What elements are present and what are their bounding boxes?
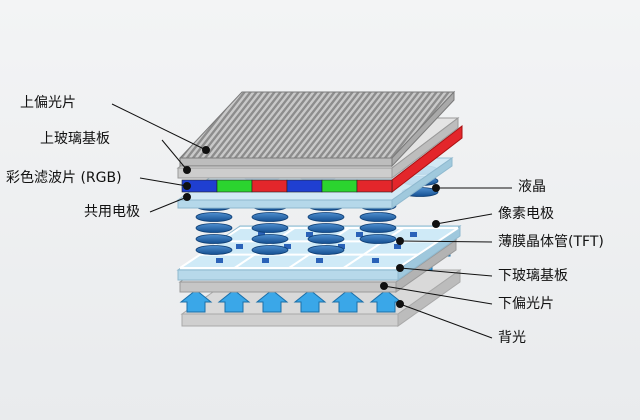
leader-lower-polarizer bbox=[383, 285, 493, 305]
lc-molecule-coil bbox=[251, 245, 289, 255]
leader-color-filter bbox=[139, 177, 188, 187]
leader-pixel-electrode bbox=[435, 213, 493, 225]
upward-arrow-icon bbox=[331, 289, 365, 313]
lc-molecule-coil bbox=[307, 212, 345, 222]
label-liquid-crystal: 液晶 bbox=[518, 179, 546, 195]
lc-molecule-coil bbox=[307, 245, 345, 255]
grid-line bbox=[397, 227, 459, 269]
leader-common-electrode bbox=[149, 196, 188, 213]
lc-molecule-coil bbox=[195, 223, 233, 233]
leader-lines bbox=[111, 103, 512, 339]
lc-molecule-coil bbox=[307, 234, 345, 244]
color-filter-cell bbox=[321, 179, 358, 193]
color-filter-cell bbox=[356, 179, 393, 193]
lc-molecule-coil bbox=[359, 212, 397, 222]
tft-cell bbox=[306, 232, 313, 237]
leader-lower-glass bbox=[399, 267, 493, 277]
tft-cell bbox=[410, 232, 417, 237]
tft-cell bbox=[262, 258, 269, 263]
label-backlight: 背光 bbox=[498, 330, 526, 346]
tft-cell bbox=[394, 244, 401, 249]
lc-molecule-coil bbox=[195, 245, 233, 255]
tft-cell bbox=[236, 244, 243, 249]
lc-molecule-coil bbox=[307, 223, 345, 233]
lc-molecule-coil bbox=[251, 212, 289, 222]
lc-molecule-coil bbox=[251, 223, 289, 233]
tft-cell bbox=[284, 244, 291, 249]
tft-cell bbox=[216, 258, 223, 263]
upward-arrow-icon bbox=[217, 289, 251, 313]
upward-arrow-icon bbox=[255, 289, 289, 313]
upper-polarizer-layer bbox=[178, 90, 456, 168]
color-filter-cell bbox=[216, 179, 253, 193]
label-color-filter: 彩色滤波片 (RGB) bbox=[6, 170, 122, 186]
lc-molecule-coil bbox=[251, 234, 289, 244]
color-filter-layer bbox=[181, 124, 463, 194]
lc-molecule-coil bbox=[359, 223, 397, 233]
leader-upper-polarizer bbox=[111, 103, 207, 151]
color-filter-cell bbox=[286, 179, 323, 193]
upward-arrow-icon bbox=[369, 289, 403, 313]
lc-molecule-coil bbox=[195, 212, 233, 222]
grid-line bbox=[342, 227, 405, 269]
tft-cell bbox=[316, 258, 323, 263]
upward-arrow-icon bbox=[293, 289, 327, 313]
label-common-electrode: 共用电极 bbox=[84, 204, 140, 220]
leader-backlight bbox=[399, 303, 493, 339]
label-upper-glass: 上玻璃基板 bbox=[40, 131, 110, 147]
tft-cell bbox=[356, 232, 363, 237]
leader-upper-glass bbox=[161, 139, 188, 171]
upward-arrow-icon bbox=[179, 289, 213, 313]
label-lower-polarizer: 下偏光片 bbox=[498, 296, 554, 312]
label-lower-glass: 下玻璃基板 bbox=[498, 268, 568, 284]
lc-molecule-coil bbox=[195, 234, 233, 244]
label-tft: 薄膜晶体管(TFT) bbox=[498, 234, 604, 250]
label-pixel-electrode: 像素电极 bbox=[498, 206, 554, 222]
lc-molecule-coil bbox=[359, 234, 397, 244]
label-upper-polarizer: 上偏光片 bbox=[20, 95, 76, 111]
color-filter-cell bbox=[251, 179, 288, 193]
tft-cell bbox=[372, 258, 379, 263]
leader-tft bbox=[399, 240, 493, 243]
tft-cell bbox=[258, 232, 265, 237]
tft-cell bbox=[338, 244, 345, 249]
